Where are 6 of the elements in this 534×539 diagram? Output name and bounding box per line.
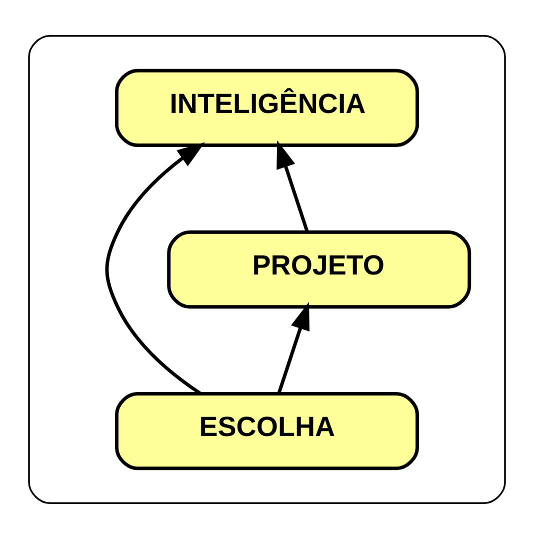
cluster: [28, 34, 506, 504]
arrow: [277, 302, 310, 394]
node-box: ESCOLHA: [115, 392, 419, 470]
node-box: INTELIGÊNCIA: [115, 68, 419, 148]
arrow: [276, 140, 309, 232]
node-box: PROJETO: [167, 230, 472, 309]
